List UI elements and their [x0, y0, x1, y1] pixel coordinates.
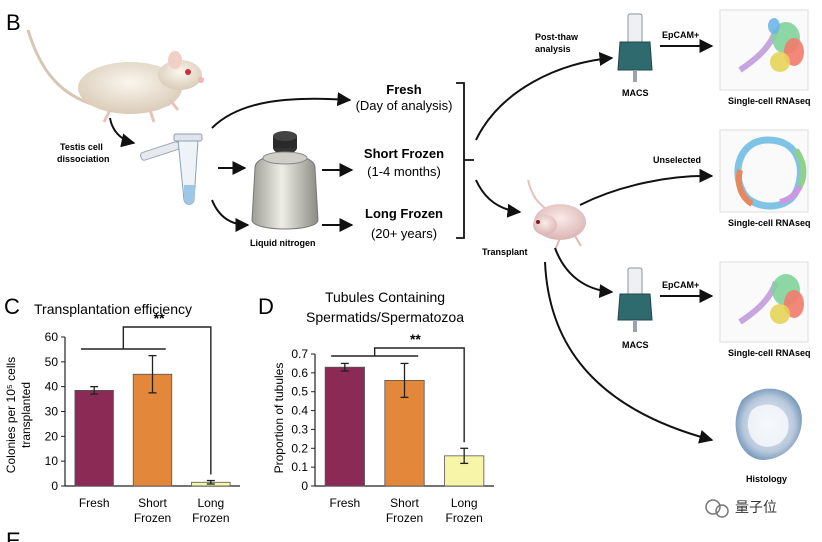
- chart-c-ylabel-line1: Colonies per 10⁵ cells: [4, 357, 18, 473]
- rat-illustration: [26, 29, 204, 123]
- y-tick-label: 0.4: [291, 404, 308, 418]
- short-frozen-title: Short Frozen: [364, 146, 444, 161]
- arrow-to-histology: [544, 261, 714, 444]
- bar: [324, 366, 365, 487]
- watermark: 量子位: [705, 499, 777, 518]
- y-tick-label: 30: [45, 405, 59, 419]
- fresh-subtitle: (Day of analysis): [356, 98, 453, 113]
- epcam-label-bottom: EpCAM+: [662, 280, 699, 290]
- category-label: Short: [390, 496, 419, 510]
- category-label: Long: [451, 496, 478, 510]
- macs-label-bottom: MACS: [622, 340, 649, 350]
- y-tick-label: 0.2: [291, 441, 308, 455]
- chart-d-title-line1: Tubules Containing: [325, 289, 445, 305]
- post-thaw-label-2: analysis: [535, 44, 571, 54]
- chart-c-ylabel-line2: transplanted: [19, 382, 33, 448]
- scrnaseq-label-middle: Single-cell RNAseq: [728, 218, 811, 228]
- category-label: Fresh: [329, 496, 360, 510]
- arrow-to-macs-top: [475, 51, 614, 141]
- panel-b-letter: B: [6, 10, 21, 35]
- chart-d-title-line2: Spermatids/Spermatozoa: [306, 309, 464, 325]
- mouse-illustration: [527, 179, 586, 249]
- macs-column-icon: [617, 13, 653, 82]
- fresh-title: Fresh: [386, 82, 421, 97]
- category-label: Frozen: [192, 511, 229, 525]
- category-label: Frozen: [445, 511, 482, 525]
- umap-plot-top: [719, 9, 809, 91]
- post-thaw-label-1: Post-thaw: [535, 32, 579, 42]
- unselected-label: Unselected: [653, 155, 701, 165]
- short-frozen-subtitle: (1-4 months): [367, 164, 441, 179]
- y-tick-label: 0: [51, 479, 58, 493]
- y-tick-label: 0.7: [291, 347, 308, 361]
- arrow-to-umap-middle: [579, 168, 714, 206]
- condition-bracket: [456, 82, 474, 239]
- y-tick-label: 0.6: [291, 366, 308, 380]
- significance-bracket: [80, 326, 212, 475]
- testis-dissociation-label-1: Testis cell: [60, 142, 103, 152]
- umap-plot-middle: [719, 129, 809, 213]
- arrow-to-macs-bottom: [554, 247, 614, 299]
- panel-c-letter: C: [4, 294, 20, 319]
- liquid-nitrogen-label: Liquid nitrogen: [250, 238, 316, 248]
- y-tick-label: 0.5: [291, 385, 308, 399]
- y-tick-label: 0: [301, 479, 308, 493]
- significance-label: **: [410, 331, 421, 347]
- umap-plot-bottom: [719, 261, 809, 343]
- category-label: Short: [138, 496, 167, 510]
- arrow-rat-to-tube: [109, 117, 136, 148]
- arrow-to-transplant: [475, 179, 522, 218]
- epcam-label-top: EpCAM+: [662, 30, 699, 40]
- macs-label-top: MACS: [622, 88, 649, 98]
- bar: [74, 389, 114, 487]
- arrow-to-long: [211, 199, 250, 232]
- transplant-label: Transplant: [482, 247, 528, 257]
- significance-label: **: [154, 310, 165, 326]
- long-frozen-title: Long Frozen: [365, 206, 443, 221]
- arrow-to-fresh: [211, 92, 352, 129]
- y-tick-label: 0.1: [291, 460, 308, 474]
- wechat-icon: [705, 499, 721, 515]
- watermark-text: 量子位: [735, 500, 777, 516]
- histology-section-image: [735, 388, 802, 460]
- y-tick-label: 20: [45, 429, 59, 443]
- y-tick-label: 10: [45, 454, 59, 468]
- y-tick-label: 50: [45, 355, 59, 369]
- testis-dissociation-label-2: dissociation: [57, 154, 110, 164]
- chart-d-ylabel: Proportion of tubules: [272, 363, 286, 474]
- panel-d-letter: D: [258, 294, 274, 319]
- category-label: Long: [197, 496, 224, 510]
- liquid-nitrogen-tank-icon: [251, 131, 319, 230]
- long-frozen-subtitle: (20+ years): [371, 226, 437, 241]
- scrnaseq-label-bottom: Single-cell RNAseq: [728, 348, 811, 358]
- sample-tube-icon: [140, 133, 203, 205]
- category-label: Frozen: [134, 511, 171, 525]
- category-label: Frozen: [386, 511, 423, 525]
- y-tick-label: 40: [45, 380, 59, 394]
- significance-bracket: [331, 347, 465, 443]
- panel-e-letter: E: [6, 528, 21, 542]
- macs-column-icon-bottom: [617, 267, 653, 332]
- y-tick-label: 60: [45, 330, 59, 344]
- histology-label: Histology: [746, 474, 787, 484]
- chart-c-title: Transplantation efficiency: [34, 301, 192, 317]
- y-tick-label: 0.3: [291, 422, 308, 436]
- category-label: Fresh: [79, 496, 110, 510]
- scrnaseq-label-top: Single-cell RNAseq: [728, 96, 811, 106]
